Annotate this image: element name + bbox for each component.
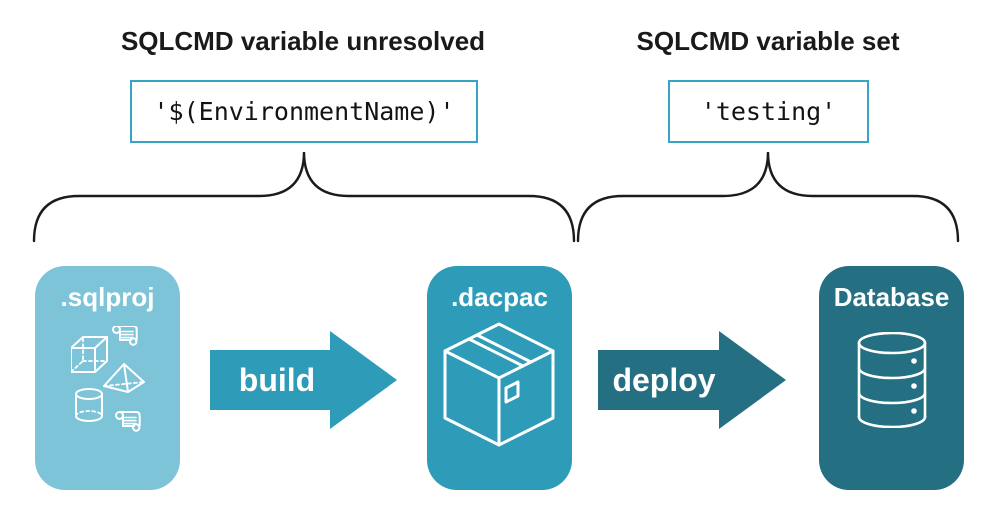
cylinder-icon	[75, 388, 103, 422]
pyramid-icon	[103, 363, 145, 393]
build-arrow-label: build	[238, 361, 316, 398]
package-label-icon	[504, 380, 520, 404]
left-brace	[32, 151, 576, 243]
sqlproj-label: .sqlproj	[60, 282, 155, 312]
code-environment-variable: '$(EnvironmentName)'	[153, 97, 455, 126]
code-box-environment-variable: '$(EnvironmentName)'	[130, 80, 478, 143]
dacpac-label: .dacpac	[451, 282, 548, 312]
sql-script-icon-bottom	[115, 411, 141, 432]
heading-sqlcmd-unresolved: SQLCMD variable unresolved	[120, 26, 486, 56]
code-testing-value: 'testing'	[700, 97, 837, 126]
database-node: Database	[819, 266, 964, 490]
sqlproj-node: .sqlproj	[35, 266, 180, 490]
heading-sqlcmd-set: SQLCMD variable set	[636, 26, 900, 56]
cube-icon	[71, 336, 108, 373]
database-cylinder-icon	[857, 332, 927, 428]
right-brace	[576, 151, 960, 243]
sql-script-icon-top	[112, 326, 138, 346]
deploy-arrow-label: deploy	[612, 361, 716, 398]
package-box-icon	[443, 322, 555, 447]
dacpac-node: .dacpac	[427, 266, 572, 490]
code-box-testing-value: 'testing'	[668, 80, 869, 143]
sql-project-objects-icon	[71, 326, 145, 432]
database-label: Database	[833, 282, 950, 312]
